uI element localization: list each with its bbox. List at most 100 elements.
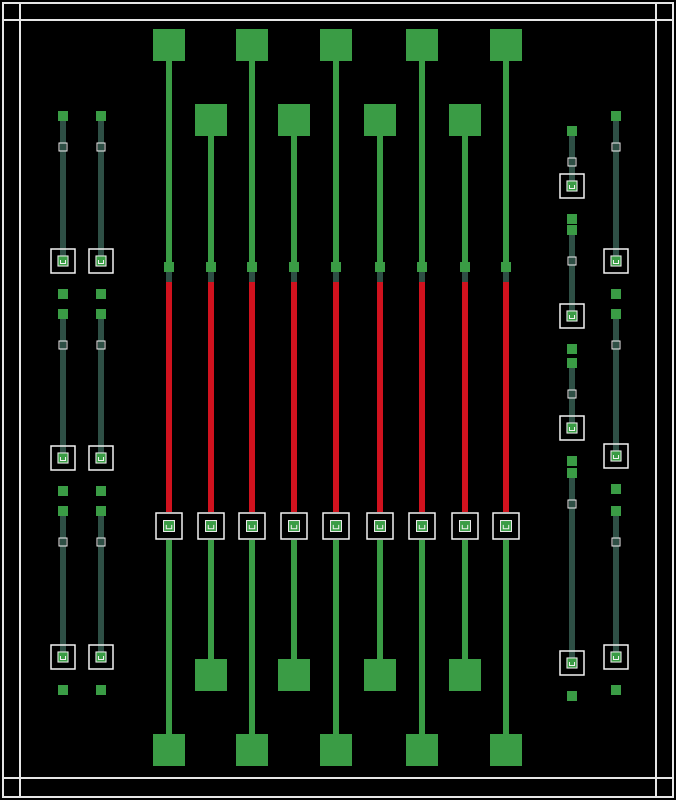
chain-pad [96,685,106,695]
chain-pad [567,344,577,354]
lower-metal-line [291,540,297,675]
via-mark [612,454,620,460]
via-mark [568,184,576,190]
via-inner [566,310,578,322]
via-outer [50,644,76,670]
via-inner [566,422,578,434]
via-outer [603,644,629,670]
junction-link [419,272,425,282]
chain-line [60,319,66,458]
chain-pad [611,309,621,319]
via-outer [408,512,436,540]
junction-link [333,272,339,282]
via-inner [459,520,471,532]
junction-pad [289,262,299,272]
junction-pad [375,262,385,272]
via-icon [559,415,585,441]
via-icon [50,445,76,471]
via-outer [50,248,76,274]
via-icon [50,644,76,670]
side-chain-right-2 [603,111,629,695]
main-trace [490,29,522,766]
junction-link [503,272,509,282]
via-icon [88,445,114,471]
chain-contact [567,389,577,399]
via-mark [461,524,469,530]
lower-metal-line [419,540,425,750]
via-mark [332,524,340,530]
bond-pad-bottom [278,659,310,691]
chain-contact [58,340,68,350]
upper-metal-line [333,45,339,267]
side-chain-array [50,111,629,701]
via-inner [500,520,512,532]
via-mark [97,456,105,462]
junction-link [377,272,383,282]
chain-pad [567,468,577,478]
via-icon [50,248,76,274]
chain-contact [567,157,577,167]
lower-metal-line [462,540,468,675]
via-outer [366,512,394,540]
chain-contact [611,537,621,547]
chain-line [60,516,66,657]
chain-line [60,121,66,261]
bond-pad-top [490,29,522,61]
via-icon [197,512,225,540]
via-outer [280,512,308,540]
side-chain-left-2 [88,111,114,695]
via-icon [88,248,114,274]
via-icon [366,512,394,540]
via-inner [288,520,300,532]
bond-pad-bottom [320,734,352,766]
lower-metal-line [249,540,255,750]
chain-pad [611,484,621,494]
bond-pad-bottom [153,734,185,766]
via-inner [57,255,69,267]
main-trace [364,104,396,691]
via-icon [603,443,629,469]
chain-pad [567,456,577,466]
bond-pad-bottom [195,659,227,691]
upper-metal-line [249,45,255,267]
resistor-segment [377,282,383,512]
resistor-segment [249,282,255,512]
via-icon [155,512,183,540]
chain-contact [611,142,621,152]
via-icon [88,644,114,670]
junction-pad [247,262,257,272]
chain-contact [58,537,68,547]
chain-pad [96,506,106,516]
chain-line [569,235,575,316]
via-mark [59,259,67,265]
chain-line [613,319,619,456]
via-mark [59,655,67,661]
via-outer [492,512,520,540]
via-mark [248,524,256,530]
chain-pad [96,289,106,299]
via-icon [559,303,585,329]
resistor-segment [208,282,214,512]
main-trace [236,29,268,766]
via-inner [246,520,258,532]
bond-pad-bottom [364,659,396,691]
chain-pad [96,309,106,319]
main-trace [449,104,481,691]
via-mark [612,655,620,661]
bond-pad-bottom [449,659,481,691]
via-mark [376,524,384,530]
chain-contact [96,537,106,547]
via-inner [95,452,107,464]
resistor-segment [462,282,468,512]
chain-pad [611,506,621,516]
chain-pad [58,486,68,496]
lower-metal-line [503,540,509,750]
bond-pad-bottom [406,734,438,766]
via-icon [451,512,479,540]
via-outer [559,415,585,441]
upper-metal-line [208,120,214,267]
side-chain-right-1 [559,126,585,701]
via-outer [88,445,114,471]
via-inner [95,255,107,267]
